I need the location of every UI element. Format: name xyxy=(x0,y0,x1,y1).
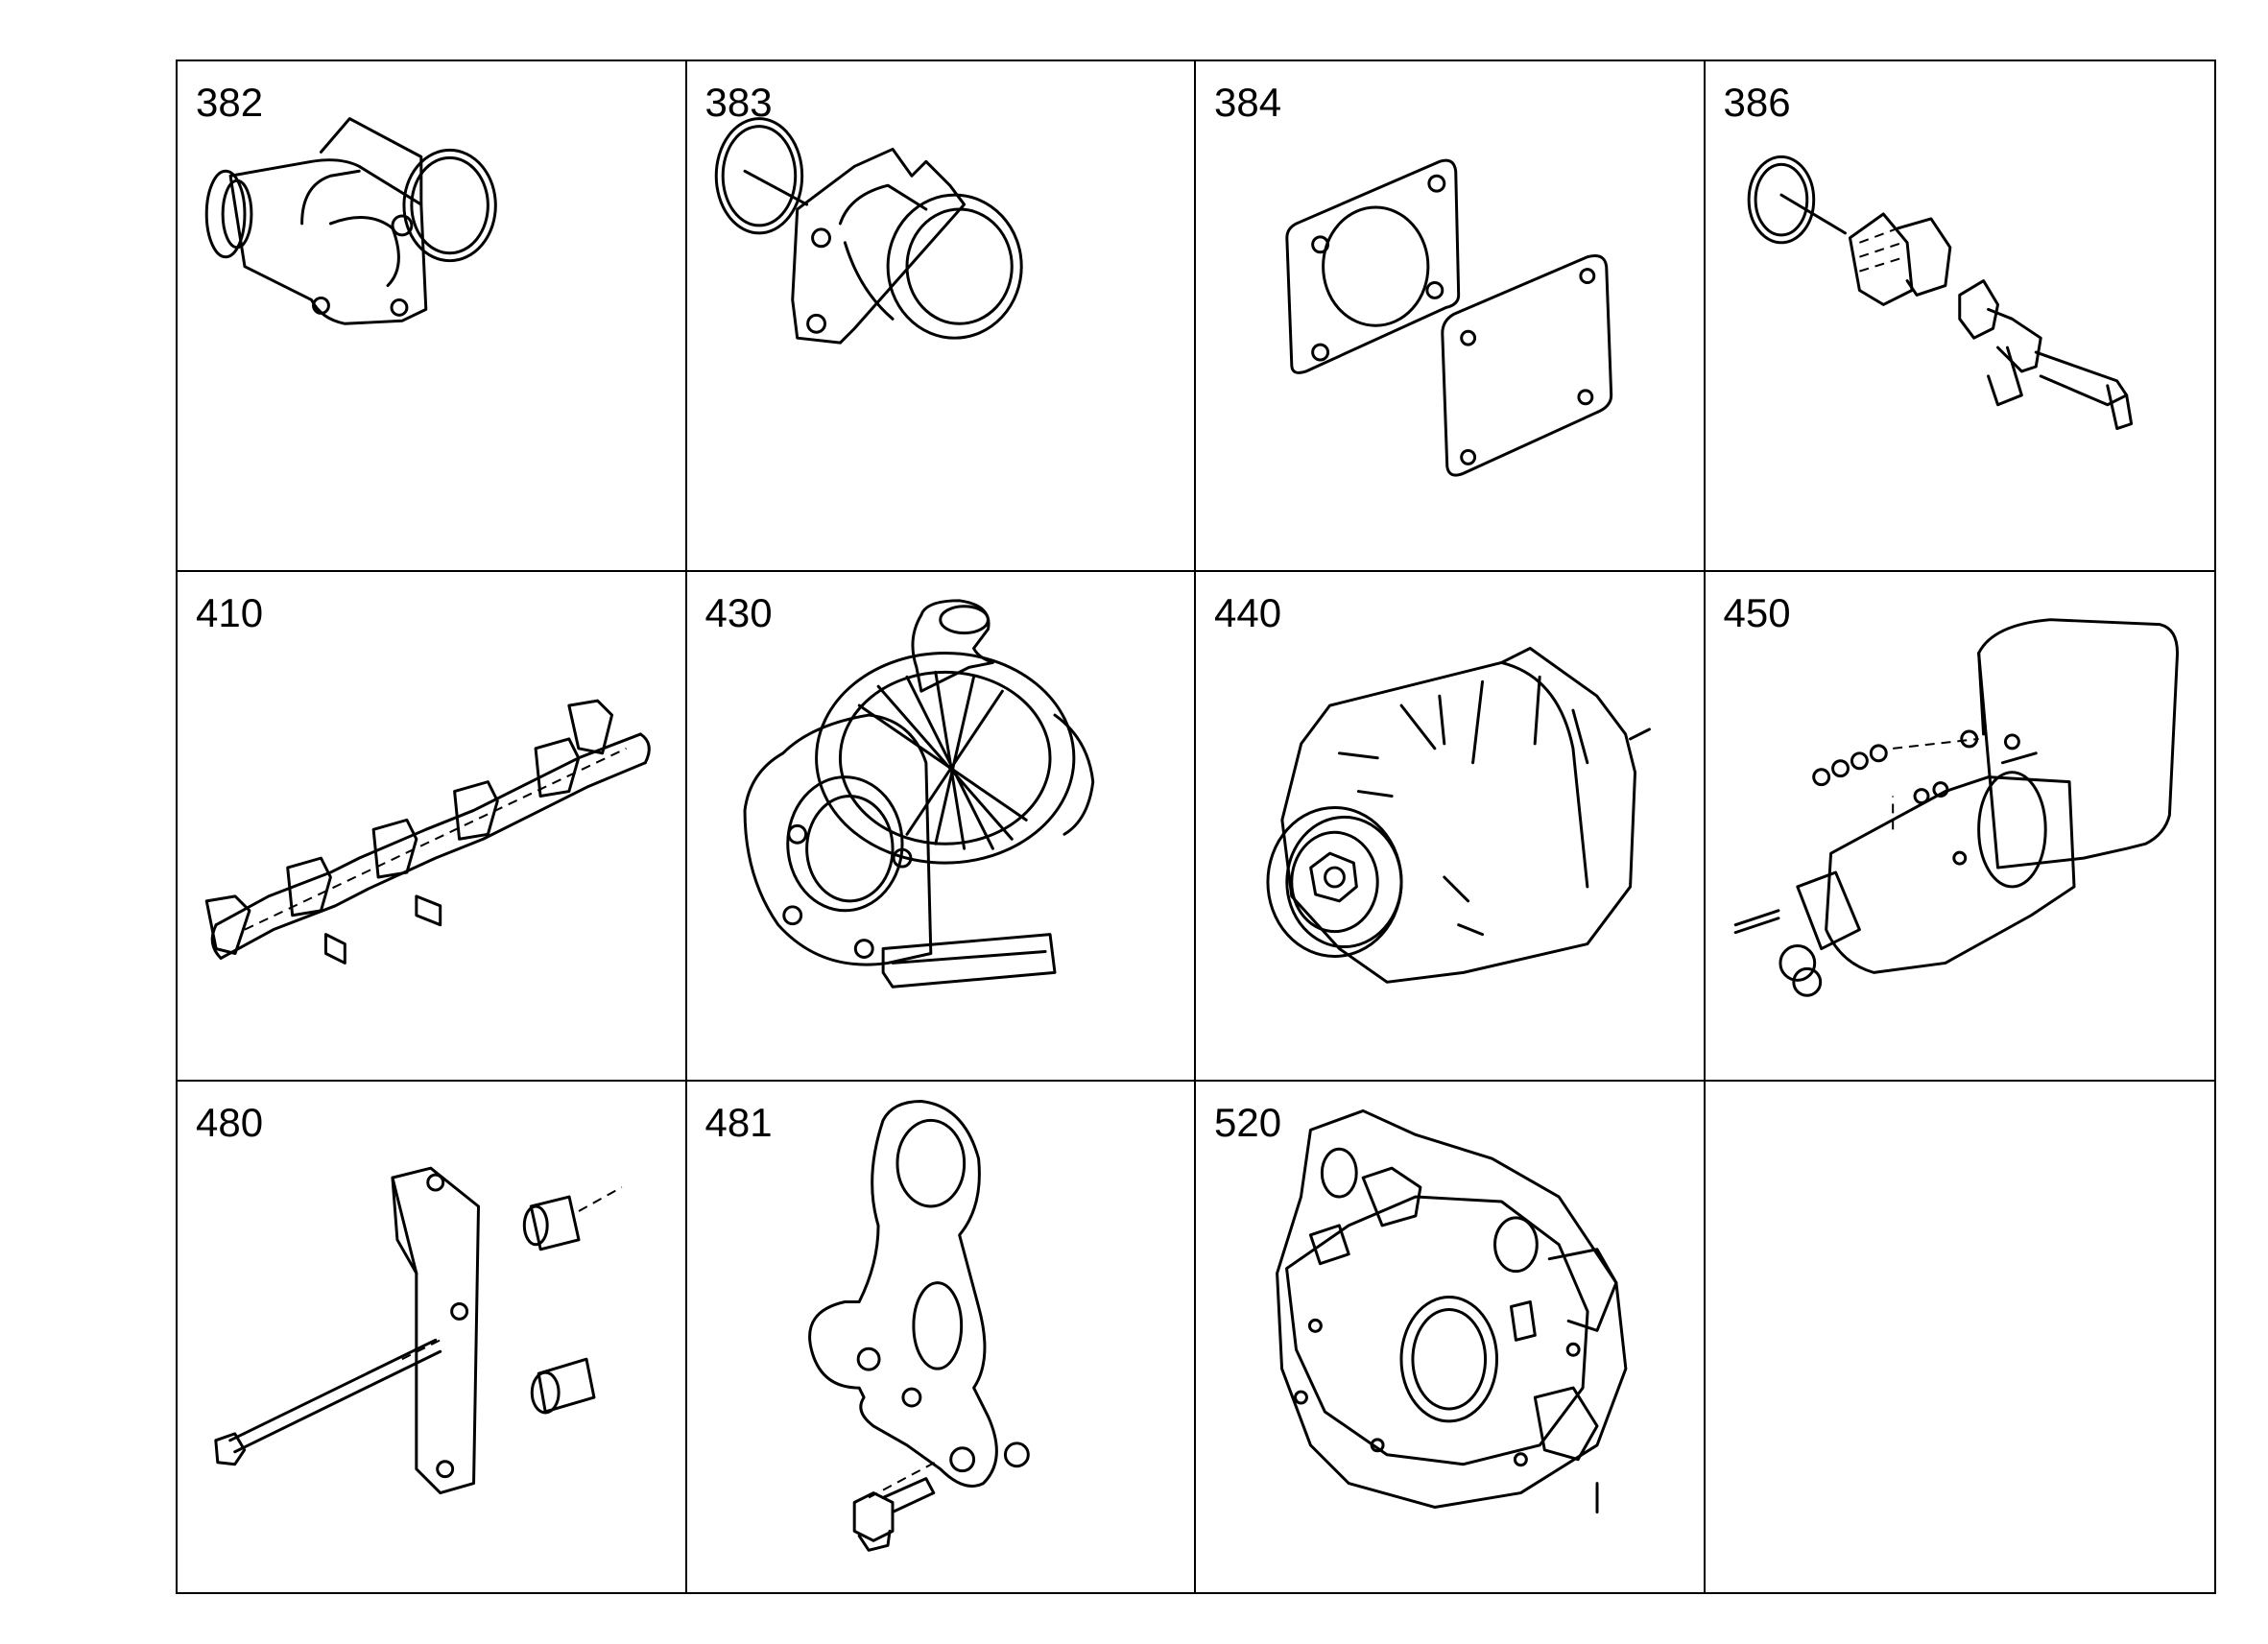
part-cell-430[interactable]: 430 xyxy=(686,571,1196,1083)
bracket-bolt-spacers-icon xyxy=(214,1167,623,1495)
part-cell-481[interactable]: 481 xyxy=(687,1082,1196,1592)
water-outlet-flange-icon xyxy=(714,117,1023,345)
part-number: 410 xyxy=(196,589,264,635)
part-cell-450[interactable]: 450 xyxy=(1705,572,2214,1083)
thermostat-housing-icon xyxy=(204,117,497,325)
part-cell-382[interactable]: 382 xyxy=(178,61,687,572)
turbocharger-icon xyxy=(743,598,1094,989)
gasket-cover-plate-icon xyxy=(1285,158,1613,477)
part-cell-440[interactable]: 440 xyxy=(1196,571,1706,1083)
part-number: 450 xyxy=(1723,589,1791,635)
flywheel-housing-icon xyxy=(1276,1109,1628,1514)
part-number: 386 xyxy=(1723,80,1791,125)
part-number: 383 xyxy=(704,80,773,125)
part-number: 384 xyxy=(1214,80,1282,125)
part-cell-410[interactable]: 410 xyxy=(178,571,687,1083)
alternator-icon xyxy=(1266,646,1651,984)
part-number: 481 xyxy=(704,1100,773,1146)
lifting-eye-bracket-icon xyxy=(807,1100,1030,1553)
empty-cell xyxy=(1706,1082,2215,1592)
part-cell-383[interactable]: 383 xyxy=(686,61,1196,572)
part-cell-384[interactable]: 384 xyxy=(1196,61,1706,572)
exhaust-manifold-icon xyxy=(204,699,651,965)
part-number: 382 xyxy=(196,80,264,125)
parts-grid: 382 383 xyxy=(176,60,2216,1594)
part-number: 440 xyxy=(1214,589,1282,635)
starter-motor-icon xyxy=(1733,617,2179,997)
part-cell-386[interactable]: 386 xyxy=(1705,61,2214,572)
drain-valve-icon xyxy=(1747,155,2133,431)
part-cell-480[interactable]: 480 xyxy=(178,1082,687,1592)
part-number: 430 xyxy=(704,589,773,635)
part-cell-520[interactable]: 520 xyxy=(1196,1082,1706,1592)
part-number: 480 xyxy=(196,1100,264,1146)
part-number: 520 xyxy=(1214,1100,1282,1146)
